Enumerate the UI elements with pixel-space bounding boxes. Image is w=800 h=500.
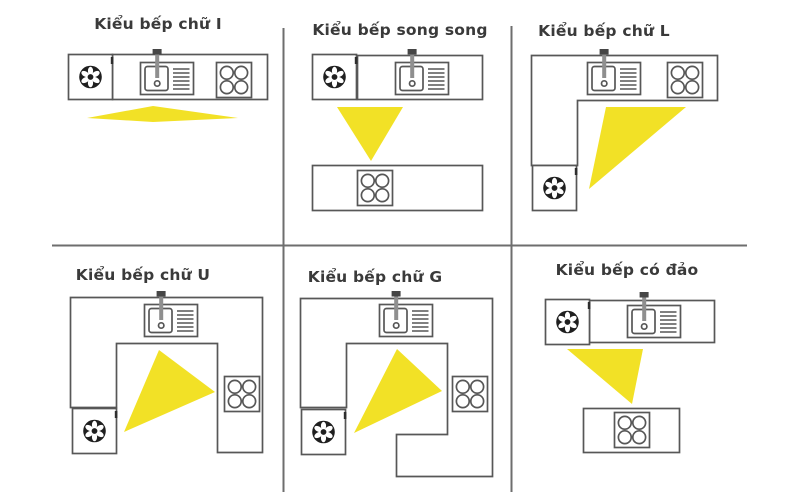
fridge-icon: [300, 408, 348, 456]
panel-g-shape-drawing: [299, 290, 494, 478]
panel-title-u-shape: Kiểu bếp chữ U: [75, 266, 211, 284]
panel-title-l-shape: Kiểu bếp chữ L: [538, 22, 670, 40]
panel-title-parallel: Kiểu bếp song song: [312, 21, 488, 39]
panel-u-shape-drawing: [69, 290, 264, 455]
fridge-icon: [67, 53, 115, 101]
panel-title-island: Kiểu bếp có đảo: [555, 261, 699, 279]
cooktop-icon: [223, 375, 261, 413]
cooktop-icon: [356, 169, 394, 207]
counter-run: [69, 296, 264, 454]
cooktop-icon: [613, 411, 651, 449]
panel-title-g-shape: Kiểu bếp chữ G: [307, 268, 443, 286]
cooktop-icon: [215, 61, 253, 99]
work-triangle: [589, 107, 686, 189]
fridge-icon: [71, 407, 119, 455]
fridge-icon: [531, 164, 579, 212]
sink-icon: [626, 291, 682, 339]
panel-i-shape-drawing: [67, 48, 269, 122]
work-triangle: [354, 349, 442, 433]
panel-island-drawing: [544, 291, 716, 454]
cooktop-icon: [666, 61, 704, 99]
work-triangle: [567, 349, 643, 404]
fridge-icon: [544, 298, 592, 346]
work-triangle: [337, 107, 403, 161]
island-counter: [311, 164, 484, 212]
counter-run: [299, 297, 494, 478]
fridge-icon: [311, 53, 359, 101]
panel-parallel-drawing: [311, 48, 484, 212]
work-triangle: [124, 350, 215, 432]
panel-l-shape-drawing: [530, 48, 719, 212]
cooktop-icon: [451, 375, 489, 413]
panel-title-i-shape: Kiểu bếp chữ I: [94, 15, 222, 33]
work-triangle: [87, 106, 238, 122]
